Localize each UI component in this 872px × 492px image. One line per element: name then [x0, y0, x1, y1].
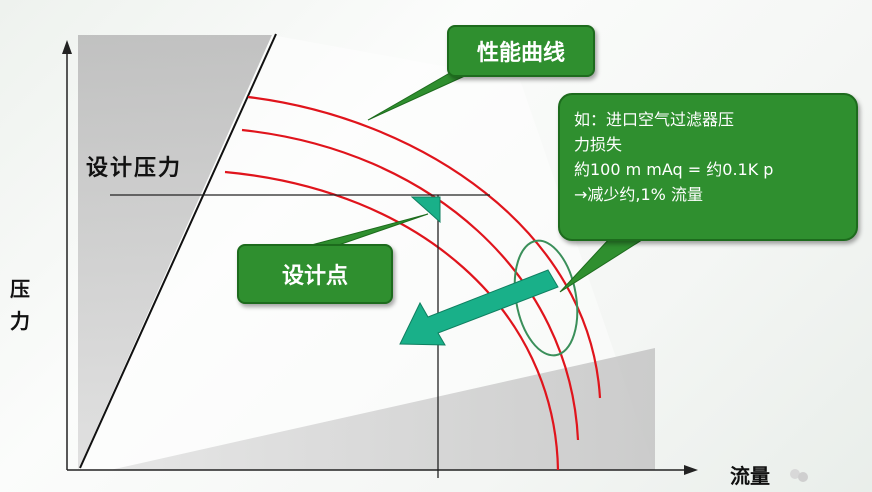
performance-curve-2 [241, 128, 580, 441]
y-axis-arrowhead [62, 40, 72, 54]
choke-region [110, 348, 655, 470]
design-point-callout: 设计点 [237, 244, 393, 304]
performance-curve-3 [224, 170, 560, 471]
y-axis-label-2: 力 [10, 309, 30, 333]
surge-region [78, 35, 272, 470]
performance-curve-1 [247, 95, 602, 399]
note-line-4: →减少约,1% 流量 [574, 185, 703, 204]
wechat-logo-icon [790, 467, 810, 483]
performance-curve-callout-text: 性能曲线 [476, 41, 565, 66]
performance-curve-callout: 性能曲线 [447, 25, 595, 77]
flow-reduction-arrow [399, 269, 559, 346]
x-axis-arrowhead [684, 465, 698, 475]
note-callout: 如：进口空气过滤器压 力损失 約100 m mAq = 约0.1K p →减少约… [558, 93, 858, 241]
y-axis-label-1: 压 [10, 277, 30, 301]
x-axis-label: 流量 [730, 464, 770, 488]
design-point-callout-text: 设计点 [281, 264, 348, 289]
note-line-3: 約100 m mAq = 约0.1K p [574, 160, 774, 179]
surge-line [79, 33, 277, 469]
design-pressure-label: 设计压力 [86, 156, 183, 181]
design-point-marker [410, 196, 441, 224]
note-line-1: 如：进口空气过滤器压 [574, 110, 735, 129]
note-line-2: 力损失 [574, 135, 623, 154]
